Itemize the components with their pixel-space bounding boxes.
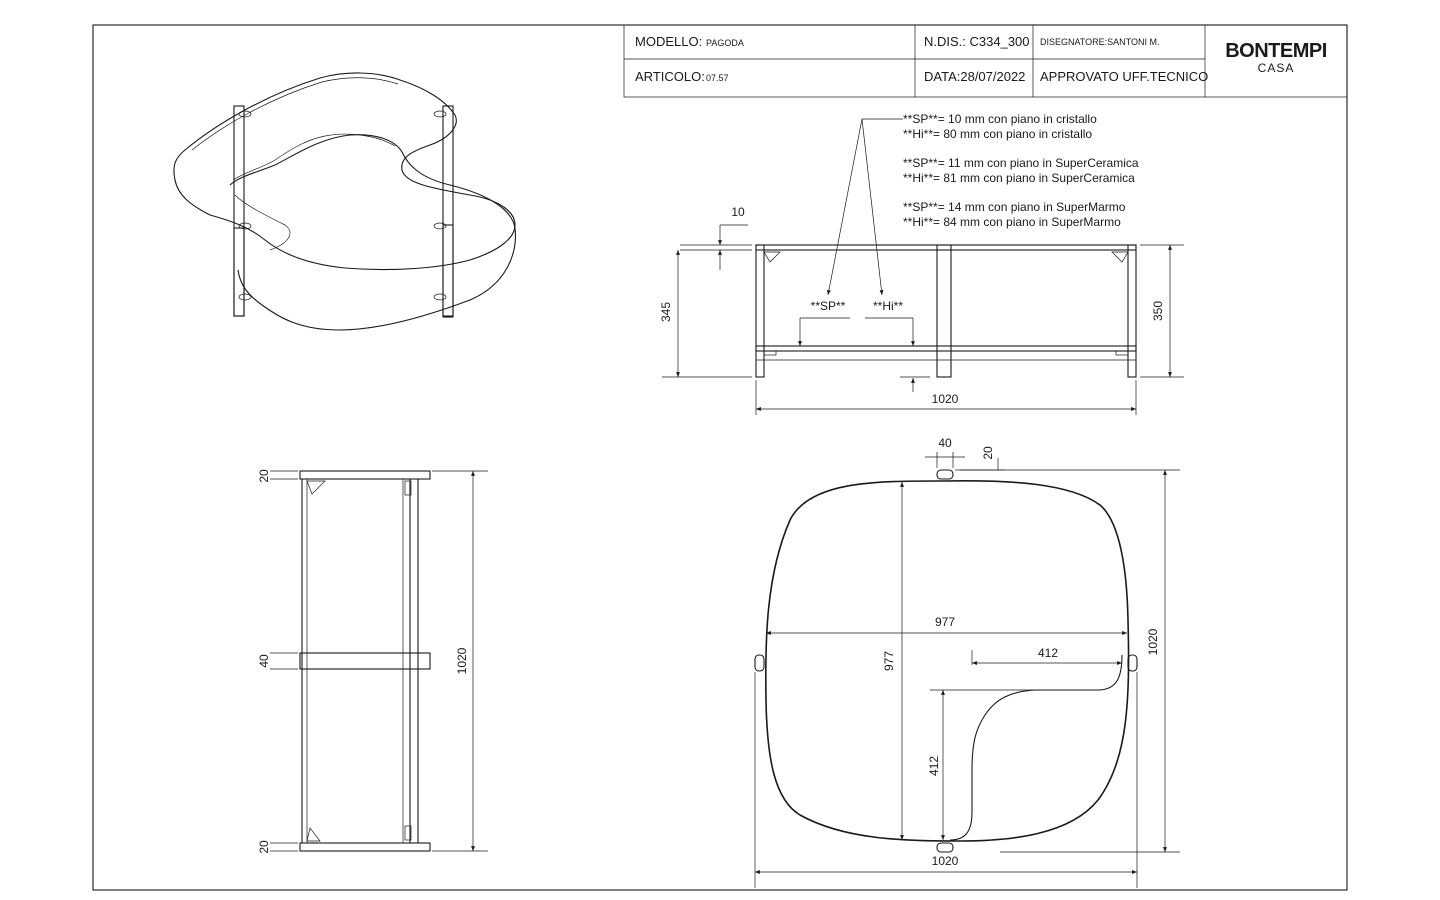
model-value: PAGODA [706,38,744,48]
designer: DISEGNATORE:SANTONI M. [1040,37,1160,47]
dim-side-middle: 40 [257,654,271,668]
brand-logo: BONTEMPI [1225,40,1327,62]
material-notes: **SP**= 10 mm con piano in cristallo **H… [827,112,1139,296]
dim-top-thickness: 10 [731,205,745,219]
title-block: MODELLO: PAGODA N.DIS.: C334_300 DISEGNA… [623,24,1348,98]
hi-label: **Hi** [873,299,903,313]
note-line: **Hi**= 80 mm con piano in cristallo [903,127,1092,141]
legs [233,105,454,318]
dim-overall-depth: 1020 [1146,628,1160,655]
foot-left [754,654,765,672]
note-line: **SP**= 11 mm con piano in SuperCeramica [903,156,1139,170]
dim-side-top: 20 [257,469,271,483]
dim-side-depth: 1020 [455,647,469,674]
dim-overall-width: 1020 [932,854,959,868]
dim-foot-offset: 20 [981,446,995,460]
article-value: 07.57 [706,73,729,83]
isometric-view [173,72,516,331]
foot-top [936,469,954,480]
article-label: ARTICOLO: [635,69,705,84]
dim-height-right: 350 [1151,301,1165,321]
front-view: 10 345 350 1020 **SP** **Hi** [659,205,1184,415]
note-line: **Hi**= 84 mm con piano in SuperMarmo [903,215,1121,229]
note-line: **Hi**= 81 mm con piano in SuperCeramica [903,171,1135,185]
drawing-number: N.DIS.: C334_300 [924,34,1030,49]
model-label: MODELLO: [635,34,702,49]
dim-notch-width: 412 [1038,646,1058,660]
sheet-border [92,24,1348,891]
foot-right [1127,654,1138,672]
dim-notch-depth: 412 [927,756,941,776]
drawing-date: DATA:28/07/2022 [924,69,1025,84]
dim-foot-width: 40 [938,436,952,450]
foot-bottom [936,842,954,853]
note-line: **SP**= 10 mm con piano in cristallo [903,112,1097,126]
side-view: 20 40 20 1020 [257,469,488,854]
dim-inner-depth: 977 [882,651,896,671]
note-line: **SP**= 14 mm con piano in SuperMarmo [903,200,1126,214]
sp-label: **SP** [811,299,846,313]
plan-view: 40 20 977 977 412 412 1020 1020 [754,436,1180,888]
dim-width: 1020 [932,392,959,406]
dim-inner-width: 977 [935,615,955,629]
dim-height-left: 345 [659,302,673,322]
brand-logo-sub: CASA [1258,61,1295,75]
approval: APPROVATO UFF.TECNICO [1040,69,1208,84]
dim-side-bottom: 20 [257,840,271,854]
